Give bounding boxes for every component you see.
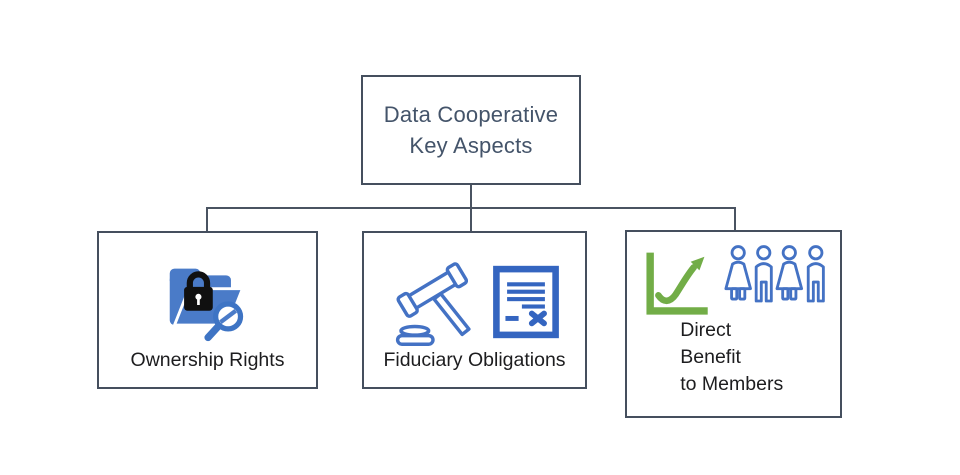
connector-root-stem <box>470 185 472 209</box>
connector-drop-benefit <box>734 207 736 232</box>
direct-benefit-label-line1: Direct Benefit <box>680 319 741 368</box>
connector-drop-fiduciary <box>470 207 472 233</box>
fiduciary-obligations-label: Fiduciary Obligations <box>383 349 566 371</box>
ownership-rights-label: Ownership Rights <box>130 349 285 371</box>
gavel-icon <box>395 262 471 346</box>
member-group-icon <box>724 245 825 303</box>
direct-benefit-label-line2: to Members <box>680 373 784 395</box>
node-direct-benefit: Direct Benefit to Members <box>625 230 842 418</box>
root-node-title-line1: Data Cooperative <box>383 102 559 127</box>
node-ownership-rights: Ownership Rights <box>97 231 318 389</box>
root-node-key-aspects: Data Cooperative Key Aspects <box>361 75 581 185</box>
node-fiduciary-obligations: Fiduciary Obligations <box>362 231 587 389</box>
connector-drop-ownership <box>206 207 208 233</box>
fiduciary-icon-row <box>364 261 585 349</box>
contract-document-icon <box>492 265 559 339</box>
ownership-icon-row <box>99 261 316 349</box>
growth-chart-icon <box>646 252 708 315</box>
benefit-icon-row <box>627 244 840 322</box>
root-node-title-line2: Key Aspects <box>409 133 533 158</box>
folder-lock-search-icon <box>169 268 244 342</box>
direct-benefit-label: Direct Benefit to Members <box>680 317 787 398</box>
